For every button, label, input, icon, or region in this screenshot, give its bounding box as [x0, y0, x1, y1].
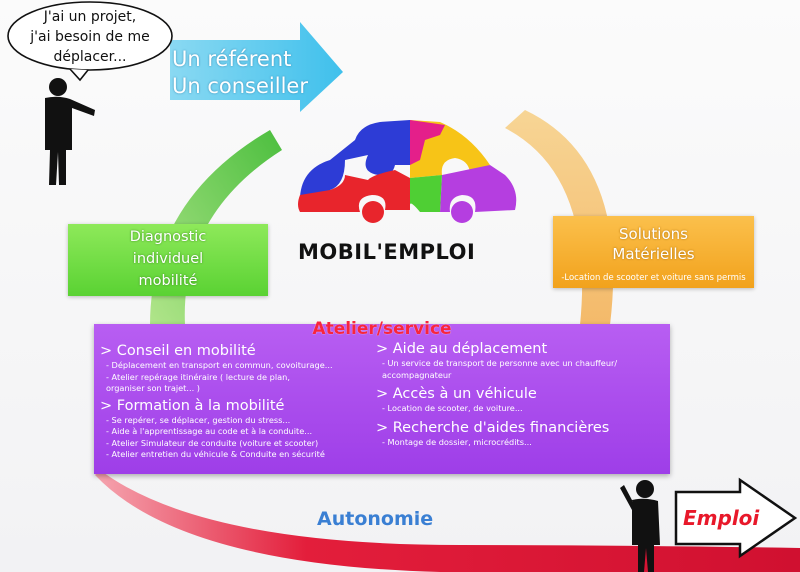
- section-heading: > Aide au déplacement: [376, 341, 548, 357]
- diagnostic-line-1: Diagnostic: [129, 229, 207, 245]
- section-item: - Atelier repérage itinéraire ( lecture …: [106, 371, 290, 394]
- red-swoosh: [95, 470, 800, 572]
- section-item: - Atelier entretien du véhicule & Condui…: [106, 449, 325, 459]
- section-item: - Un service de transport de personne av…: [382, 358, 618, 380]
- referent-arrow: [170, 22, 343, 112]
- diagnostic-line-2: individuel: [132, 251, 204, 267]
- referent-arrow-text: Un référent Un conseiller: [172, 46, 308, 100]
- man-thinking-icon: [45, 78, 95, 185]
- section-item: - Location de scooter, de voiture...: [382, 403, 523, 413]
- section-item: - Montage de dossier, microcrédits...: [382, 436, 532, 447]
- solutions-sub: -Location de scooter et voiture sans per…: [561, 273, 746, 283]
- logo-text: MOBIL'EMPLOI: [298, 240, 476, 264]
- referent-line: Un référent: [172, 47, 292, 71]
- solutions-line-1: Solutions: [619, 225, 688, 243]
- section-heading: > Formation à la mobilité: [100, 397, 285, 414]
- section-heading: > Accès à un véhicule: [376, 386, 537, 402]
- atelier-box: Atelier/service > Conseil en mobilité - …: [94, 319, 670, 474]
- autonomie-label: Autonomie: [317, 508, 434, 530]
- diagnostic-line-3: mobilité: [138, 273, 198, 289]
- section-item: - Se repérer, se déplacer, gestion du st…: [106, 414, 291, 425]
- speech-bubble: [7, 1, 173, 82]
- emploi-arrow: [674, 477, 798, 559]
- man-pointing-icon: [620, 480, 660, 572]
- atelier-right-column: > Aide au déplacement - Un service de tr…: [376, 340, 666, 448]
- atelier-title: Atelier/service: [312, 319, 452, 339]
- section-heading: > Recherche d'aides financières: [376, 419, 610, 436]
- section-item: - Déplacement en transport en commun, co…: [106, 360, 333, 370]
- atelier-left-column: > Conseil en mobilité - Déplacement en t…: [100, 342, 370, 461]
- emploi-label: Emploi: [683, 506, 760, 530]
- section-item: - Aide à l'apprentissage au code et à la…: [106, 426, 313, 436]
- section-heading: > Conseil en mobilité: [100, 343, 256, 359]
- solutions-box: Solutions Matérielles -Location de scoot…: [553, 216, 754, 288]
- conseiller-line: Un conseiller: [172, 74, 308, 98]
- car-puzzle-icon: [298, 120, 517, 223]
- solutions-line-2: Matérielles: [612, 245, 695, 263]
- section-item: - Atelier Simulateur de conduite (voitur…: [106, 437, 319, 448]
- diagnostic-box: Diagnostic individuel mobilité: [68, 224, 268, 296]
- speech-bubble-text: J'ai un projet, j'ai besoin de me déplac…: [30, 9, 150, 65]
